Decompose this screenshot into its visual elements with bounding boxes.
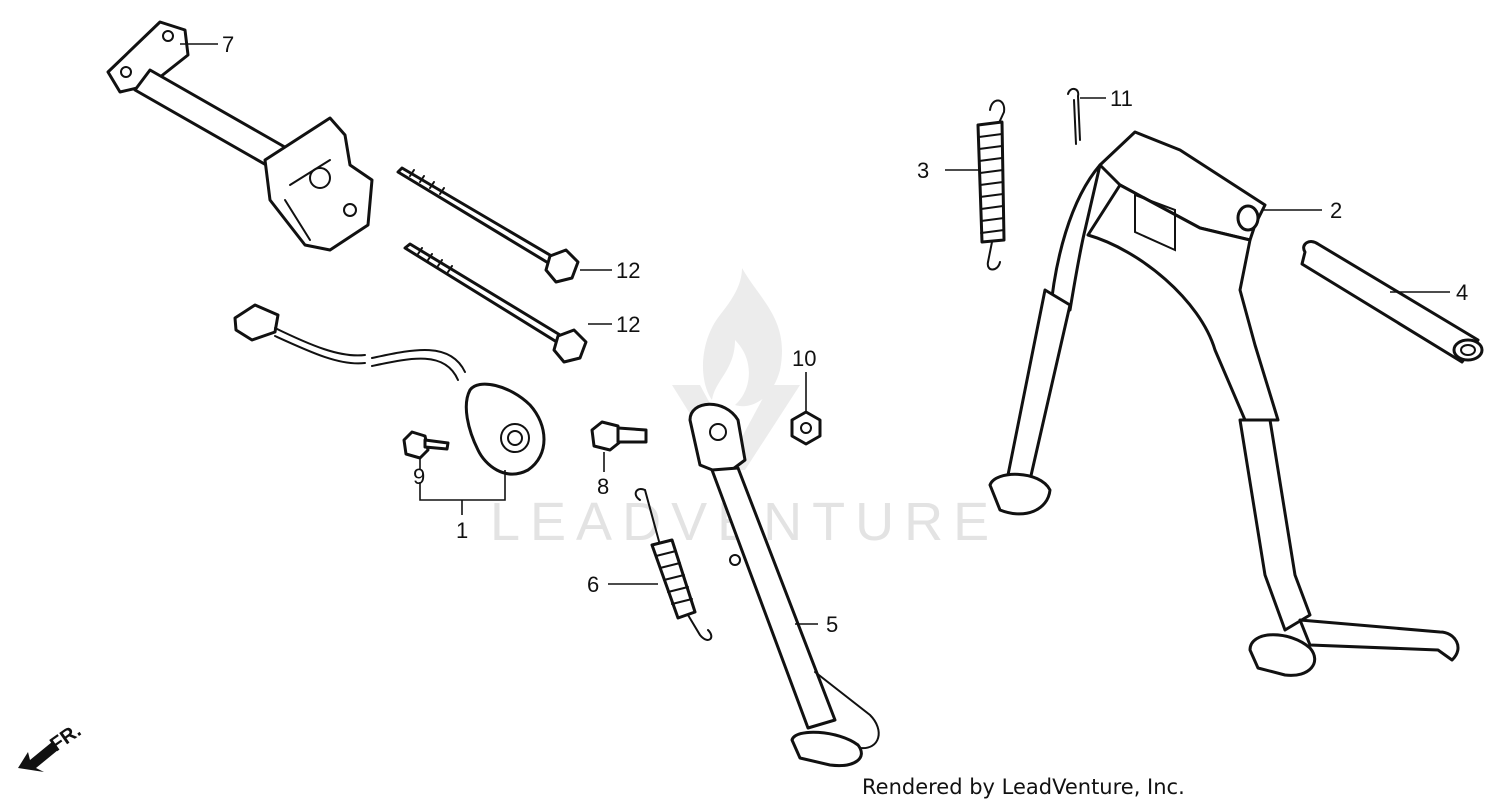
- front-direction-indicator: FR.: [18, 720, 85, 772]
- callout-5: 5: [826, 612, 838, 637]
- callout-10: 10: [792, 346, 816, 371]
- callout-labels: 7 12 12 3 11 2 4 10 8 9 1 6 5: [222, 32, 1468, 637]
- part-1-side-stand-switch: [233, 303, 546, 476]
- callout-6: 6: [587, 572, 599, 597]
- part-9-screw: [402, 430, 450, 460]
- callout-7: 7: [222, 32, 234, 57]
- part-10-nut: [790, 410, 822, 446]
- part-4-pivot-pipe: [1300, 240, 1484, 364]
- part-12-bolt-upper: [396, 166, 580, 284]
- leader-lines: [180, 43, 1450, 625]
- part-6-spring: [634, 488, 713, 641]
- callout-12-upper: 12: [616, 258, 640, 283]
- callout-1: 1: [456, 518, 468, 543]
- part-5-side-stand: [688, 402, 880, 768]
- part-11-cotter-pin: [1067, 88, 1081, 145]
- callout-4: 4: [1456, 280, 1468, 305]
- render-credit: Rendered by LeadVenture, Inc.: [862, 775, 1185, 799]
- part-2-main-stand: [988, 130, 1460, 677]
- callout-3: 3: [917, 158, 929, 183]
- part-3-spring: [976, 99, 1006, 271]
- part-8-pivot-bolt: [590, 420, 648, 452]
- callout-9: 9: [413, 464, 425, 489]
- part-12-bolt-lower: [403, 242, 588, 364]
- front-arrow-icon: [18, 742, 58, 772]
- callout-8: 8: [597, 474, 609, 499]
- callout-12-lower: 12: [616, 312, 640, 337]
- part-7-stand-bracket: [106, 20, 374, 252]
- callout-11: 11: [1110, 86, 1133, 111]
- callout-2: 2: [1330, 198, 1342, 223]
